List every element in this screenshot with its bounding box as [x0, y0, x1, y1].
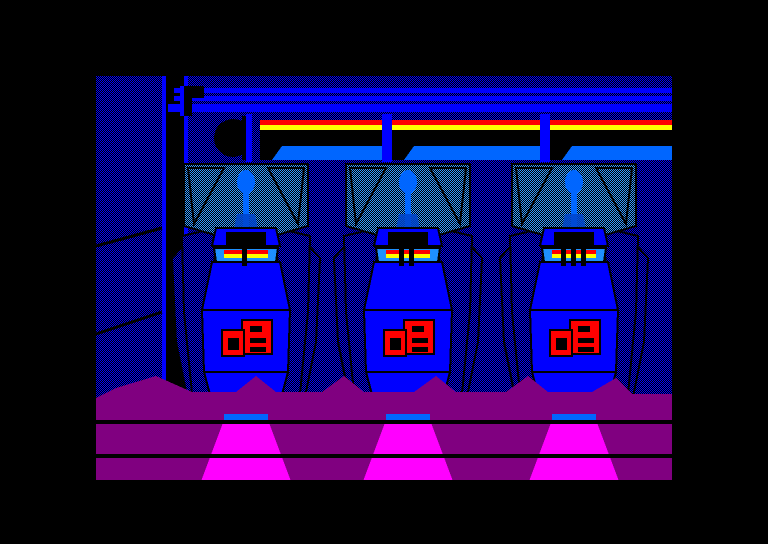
robot-right[interactable]	[499, 163, 649, 435]
overhead-pipe	[168, 86, 672, 116]
left-side-wall	[96, 76, 205, 428]
scene-artwork	[96, 76, 672, 484]
rank-bar	[399, 244, 404, 266]
game-viewport	[96, 76, 672, 484]
rank-bar	[581, 244, 586, 266]
rank-bar	[242, 244, 247, 266]
spotlight-right	[528, 414, 620, 484]
rank-bar	[561, 244, 566, 266]
robot-center[interactable]	[333, 163, 483, 435]
rank-bar	[409, 244, 414, 266]
robot-left[interactable]	[171, 163, 321, 435]
spotlight-center	[362, 414, 454, 484]
panel-divider-1	[382, 114, 392, 162]
floor-band-lines	[96, 420, 672, 484]
warning-panel-1	[260, 120, 382, 160]
warning-panel-2	[392, 120, 540, 160]
panel-divider-2	[540, 114, 550, 162]
rank-bar	[571, 244, 576, 266]
warning-panel-3	[550, 120, 672, 160]
spotlight-left	[200, 414, 292, 484]
